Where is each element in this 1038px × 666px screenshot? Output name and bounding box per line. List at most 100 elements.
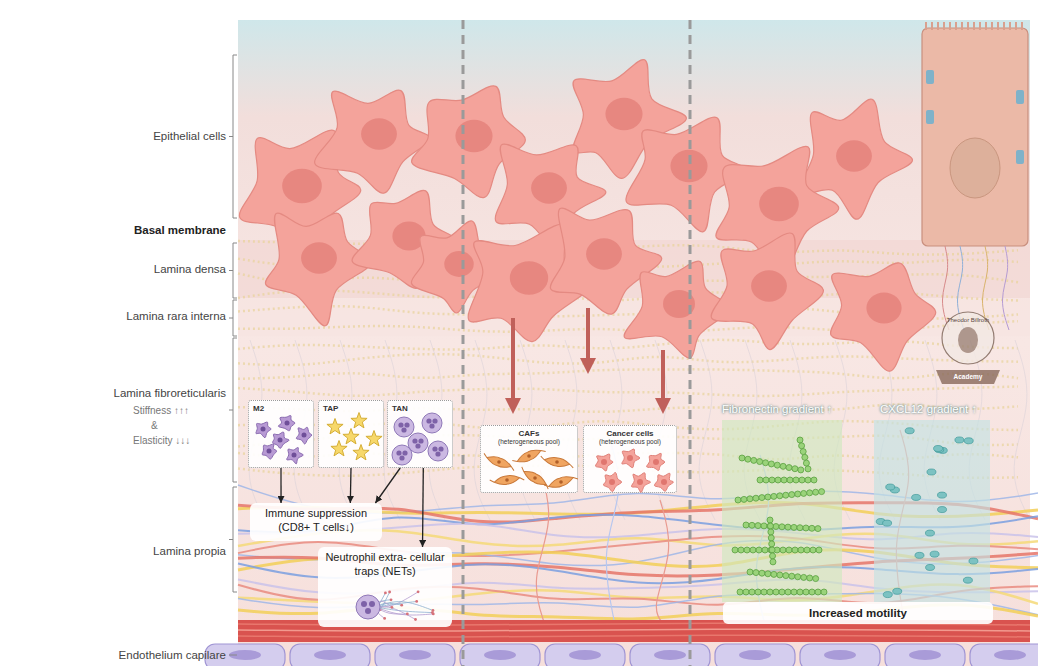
illustration-path [831,263,936,371]
illustration-ellipse [569,650,601,660]
cell-type-box: Neutrophil extra- cellular traps (NETs) [318,547,452,627]
illustration-ellipse [282,169,322,204]
illustration-circle [809,525,815,531]
illustration-path [229,55,237,218]
illustration-ellipse [930,551,939,557]
illustration-path [229,300,237,336]
illustration-circle [779,524,785,530]
box-title: Cancer cells [588,429,672,438]
illustration-line [1021,22,1023,30]
illustration-circle [783,573,789,579]
illustration-ellipse [909,650,941,660]
layer-label: Lamina densa [154,263,226,276]
illustration-ellipse [912,494,921,500]
cell-type-box: CAFs(heterogeneous pool) [480,425,578,493]
illustration-ellipse [994,650,1026,660]
tumor-cells [239,60,935,372]
illustration-ellipse [866,293,901,324]
illustration-circle [601,459,607,465]
illustration-path [287,447,304,463]
illustration-circle [768,535,774,541]
illustration-circle [747,569,753,575]
illustration-rect [290,644,370,666]
illustration-path [603,472,621,491]
illustration-ellipse [938,507,947,513]
illustration-circle [757,477,763,483]
illustration-circle [415,443,420,448]
illustration-circle [745,456,751,462]
tissue-background [238,20,1030,666]
illustration-path [536,470,548,625]
academy-logo [936,312,1000,384]
box-title: TAP [323,404,379,413]
illustration-circle [767,517,773,523]
illustration-path [656,500,668,625]
illustration-path [238,635,1030,637]
illustration-path [278,416,295,431]
watermark-text: Academy [954,373,983,380]
illustration-path [229,655,237,656]
illustration-path [229,243,237,298]
illustration-circle [401,427,406,432]
illustration-ellipse [958,327,978,353]
cell-type-box: M2 [248,400,314,468]
illustration-circle [278,438,283,443]
illustration-rect [885,644,965,666]
illustration-circle [756,547,762,553]
illustration-circle [769,547,775,553]
flow-arrow [422,468,424,547]
illustration-circle [429,423,434,428]
illustration-circle [388,591,391,594]
gradient-label: CXCL12 gradient ↑ [880,403,977,416]
illustration-circle [771,571,777,577]
illustration-circle [743,589,749,595]
illustration-line [949,22,951,30]
illustration-path [353,445,369,460]
cell-type-box: TAP [318,400,384,468]
illustration-line [961,22,963,30]
illustration-circle [787,477,793,483]
illustration-circle [267,449,272,454]
illustration-path [296,427,312,444]
illustration-circle [414,618,417,621]
cell-type-box: TAN [387,400,453,468]
illustration-path [376,602,433,611]
illustration-line [973,22,975,30]
illustration-rect [926,70,934,84]
illustration-path [1014,340,1030,520]
section-divider [462,20,465,666]
illustration-circle [813,489,819,495]
illustration-circle [398,422,403,427]
illustration-rect [460,644,540,666]
illustration-circle [816,547,822,553]
illustration-circle [815,526,821,532]
cell-type-box: Cancer cells(heterogeneous pool) [583,425,677,493]
illustration-path [376,601,417,607]
illustration-circle [773,589,779,595]
illustration-circle [432,446,437,451]
box-title: M2 [253,404,309,413]
illustration-circle [749,522,755,528]
illustration-rect [874,420,990,602]
illustration-circle [406,613,409,616]
illustration-line [1015,22,1017,30]
illustration-circle [768,529,774,535]
illustration-path [518,466,552,490]
illustration-circle [402,450,407,455]
illustration-ellipse [654,650,686,660]
illustration-ellipse [955,437,964,443]
illustration-line [967,22,969,30]
box-subtitle: (heterogeneous pool) [588,438,672,445]
illustration-circle [804,547,810,553]
illustration-ellipse [883,592,892,598]
illustration-circle [505,478,509,482]
illustration-path [238,369,1018,378]
illustration-ellipse [314,650,346,660]
illustration-circle [759,570,765,576]
illustration-circle [738,547,744,553]
illustration-circle [789,573,795,579]
illustration-circle [791,524,797,530]
illustration-circle [261,427,266,432]
illustration-path [711,233,823,350]
